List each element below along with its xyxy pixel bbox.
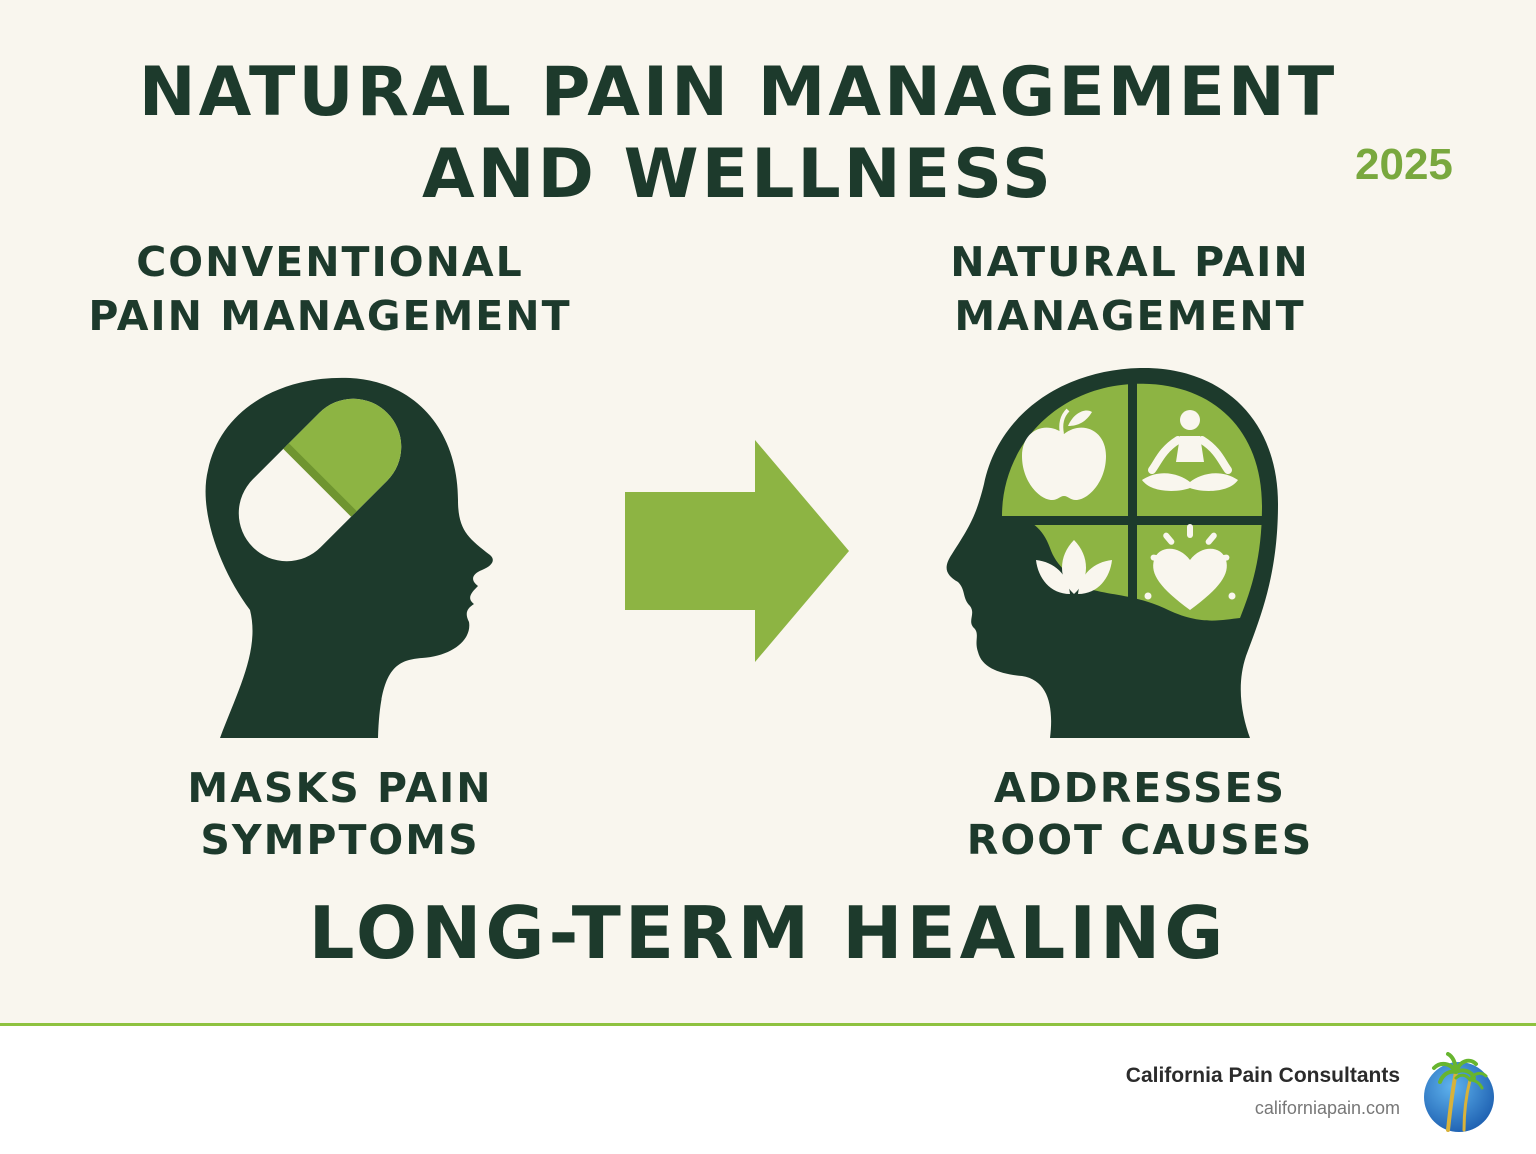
- natural-caption-line-2: ROOT CAUSES: [966, 816, 1314, 864]
- palm-tree-globe-icon: [1424, 1052, 1494, 1132]
- conventional-heading-line-2: PAIN MANAGEMENT: [88, 292, 572, 340]
- apple-icon: [1022, 408, 1106, 500]
- conventional-caption-line-2: SYMPTOMS: [200, 816, 480, 864]
- title-line-1: NATURAL PAIN MANAGEMENT: [138, 53, 1338, 132]
- meditation-icon: [1142, 410, 1238, 491]
- head-with-pill-icon: [205, 377, 493, 738]
- conventional-caption: MASKS PAIN SYMPTOMS: [120, 762, 560, 866]
- brand-url-link[interactable]: californiapain.com: [1254, 1098, 1400, 1118]
- natural-caption-line-1: ADDRESSES: [993, 764, 1287, 812]
- long-term-healing-banner: LONG-TERM HEALING: [308, 891, 1228, 975]
- natural-heading-line-2: MANAGEMENT: [954, 292, 1306, 340]
- natural-caption: ADDRESSES ROOT CAUSES: [910, 762, 1370, 866]
- conventional-heading: CONVENTIONAL PAIN MANAGEMENT: [60, 235, 600, 343]
- natural-heading: NATURAL PAIN MANAGEMENT: [880, 235, 1380, 343]
- conventional-caption-line-1: MASKS PAIN: [187, 764, 493, 812]
- footer-divider: [0, 1023, 1536, 1026]
- natural-heading-line-1: NATURAL PAIN: [950, 238, 1310, 286]
- conventional-heading-line-1: CONVENTIONAL: [136, 238, 524, 286]
- infographic-canvas: NATURAL PAIN MANAGEMENT AND WELLNESS 202…: [60, 52, 1453, 975]
- title-line-2: AND WELLNESS: [421, 135, 1055, 214]
- heart-icon: [1144, 524, 1236, 610]
- brand-name: California Pain Consultants: [1125, 1064, 1400, 1087]
- page-title: NATURAL PAIN MANAGEMENT AND WELLNESS: [100, 52, 1376, 216]
- year-label: 2025: [1355, 140, 1453, 189]
- head-with-wellness-quadrants-icon: [946, 367, 1278, 738]
- footer: [0, 1026, 1536, 1154]
- leaf-icon: [1036, 540, 1112, 594]
- arrow-right-icon: [625, 440, 849, 662]
